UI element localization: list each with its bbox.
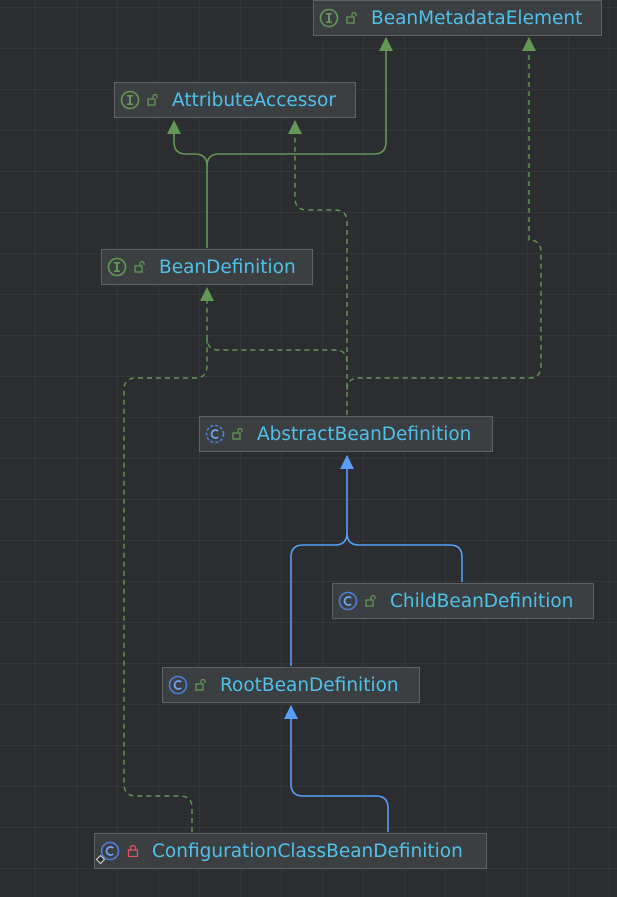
node-beandefinition[interactable]: BeanDefinition [101,249,313,285]
node-beanmetadataelement[interactable]: BeanMetadataElement [313,0,602,36]
public-lock-icon [146,93,160,107]
node-label: ConfigurationClassBeanDefinition [152,840,463,862]
node-label: RootBeanDefinition [220,674,399,696]
edge-beandefinition-to-attributeaccessor [167,120,208,248]
node-attributeaccessor[interactable]: AttributeAccessor [114,82,356,118]
node-label: BeanMetadataElement [371,7,583,29]
class-icon [96,841,120,864]
edge-abstractbeandefinition-to-beanmetadataelement [346,37,542,391]
edge-abstractbeandefinition-to-beandefinition [200,287,348,363]
edge-childbeandefinition-to-abstractbeandefinition [340,455,463,582]
node-rootbeandefinition[interactable]: RootBeanDefinition [162,667,420,703]
edge-rootbeandefinition-to-abstractbeandefinition [290,532,348,666]
public-lock-icon [345,11,359,25]
public-lock-icon [133,260,147,274]
node-configurationclassbeandefinition[interactable]: ConfigurationClassBeanDefinition [94,833,487,869]
node-label: BeanDefinition [159,256,296,278]
node-label: AttributeAccessor [172,89,336,111]
node-label: ChildBeanDefinition [390,590,574,612]
abstract-class-icon [205,424,225,444]
public-lock-icon [364,594,378,608]
class-icon [168,675,188,695]
node-childbeandefinition[interactable]: ChildBeanDefinition [332,583,594,619]
class-icon [338,591,358,611]
edge-configurationclassbeandefinition-to-beandefinition [123,338,208,832]
interface-icon [120,90,140,110]
edge-beandefinition-to-beanmetadataelement [206,37,393,167]
node-label: AbstractBeanDefinition [257,423,472,445]
private-lock-icon [126,844,140,858]
interface-icon [319,8,339,28]
edge-abstractbeandefinition-to-attributeaccessor [288,120,348,415]
public-lock-icon [231,427,245,441]
public-lock-icon [194,678,208,692]
interface-icon [107,257,127,277]
edge-configurationclassbeandefinition-to-rootbeandefinition [284,705,389,832]
node-abstractbeandefinition[interactable]: AbstractBeanDefinition [199,416,493,452]
static-diamond-icon [96,855,105,864]
